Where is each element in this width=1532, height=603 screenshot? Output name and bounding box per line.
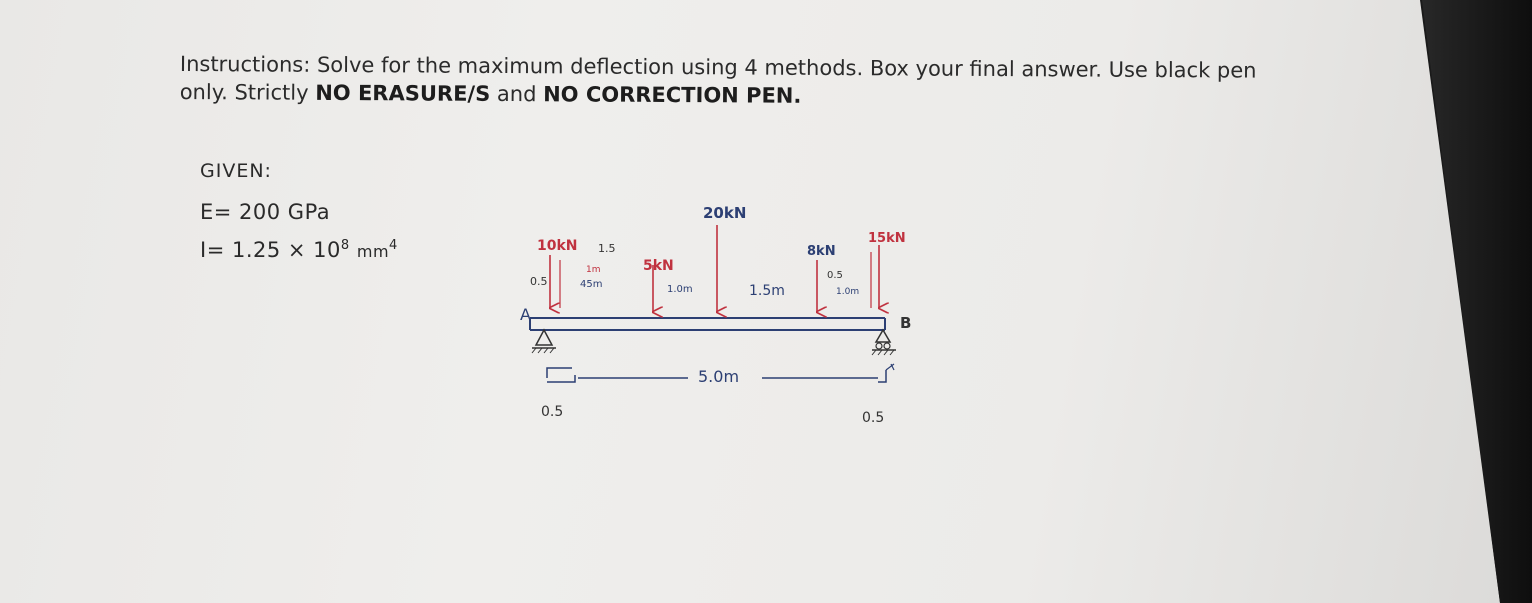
inertia-value: I= 1.25 × 108 mm4 bbox=[200, 238, 398, 262]
and-text: and bbox=[490, 81, 544, 107]
e-text: E= 200 GPa bbox=[200, 200, 331, 224]
paper-sheet bbox=[0, 0, 1500, 603]
span-dimension bbox=[546, 363, 895, 383]
dim-0-5-mid-label: 0.5 bbox=[827, 270, 843, 281]
no-erasure-text: NO ERASURE/S bbox=[315, 80, 491, 106]
beam bbox=[529, 317, 886, 331]
dim-1-5m-label: 1.5m bbox=[749, 283, 785, 299]
load-8-label: 8kN bbox=[807, 244, 836, 259]
i-unit-exponent: 4 bbox=[389, 238, 398, 253]
dim-1m-label: 1m bbox=[586, 265, 601, 275]
support-b-label: B bbox=[900, 314, 911, 332]
load-10-label: 10kN bbox=[537, 238, 578, 254]
dim-45m-label: 45m bbox=[580, 279, 602, 290]
beam-diagram: A B 10kN 5kN 20kN 8kN 15kN 1.5 0.5 1m 45… bbox=[520, 204, 911, 426]
load-5-label: 5kN bbox=[643, 258, 674, 274]
i-unit: mm bbox=[356, 242, 390, 261]
overhang-left-label: 0.5 bbox=[541, 404, 563, 420]
dim-1-5-label: 1.5 bbox=[598, 242, 616, 255]
instructions-text: Instructions: Solve for the maximum defl… bbox=[180, 50, 1290, 113]
dim-0-5-left-label: 0.5 bbox=[530, 275, 548, 288]
span-label: 5.0m bbox=[698, 367, 739, 386]
i-exponent: 8 bbox=[340, 238, 350, 253]
overhang-right-label: 0.5 bbox=[862, 410, 884, 426]
i-text: I= 1.25 × 10 bbox=[200, 238, 341, 262]
support-b-roller bbox=[871, 328, 896, 356]
load-15-label: 15kN bbox=[868, 231, 906, 246]
dim-1-0m-label: 1.0m bbox=[667, 284, 693, 295]
modulus-value: E= 200 GPa bbox=[200, 200, 398, 224]
given-block: GIVEN: E= 200 GPa I= 1.25 × 108 mm4 bbox=[200, 160, 398, 262]
load-20-label: 20kN bbox=[703, 204, 746, 222]
given-title: GIVEN: bbox=[200, 160, 272, 182]
support-a-label: A bbox=[520, 305, 531, 324]
dim-1-0m-right-label: 1.0m bbox=[836, 287, 859, 297]
no-correction-text: NO CORRECTION PEN. bbox=[543, 82, 802, 108]
support-a-pin bbox=[531, 328, 556, 354]
